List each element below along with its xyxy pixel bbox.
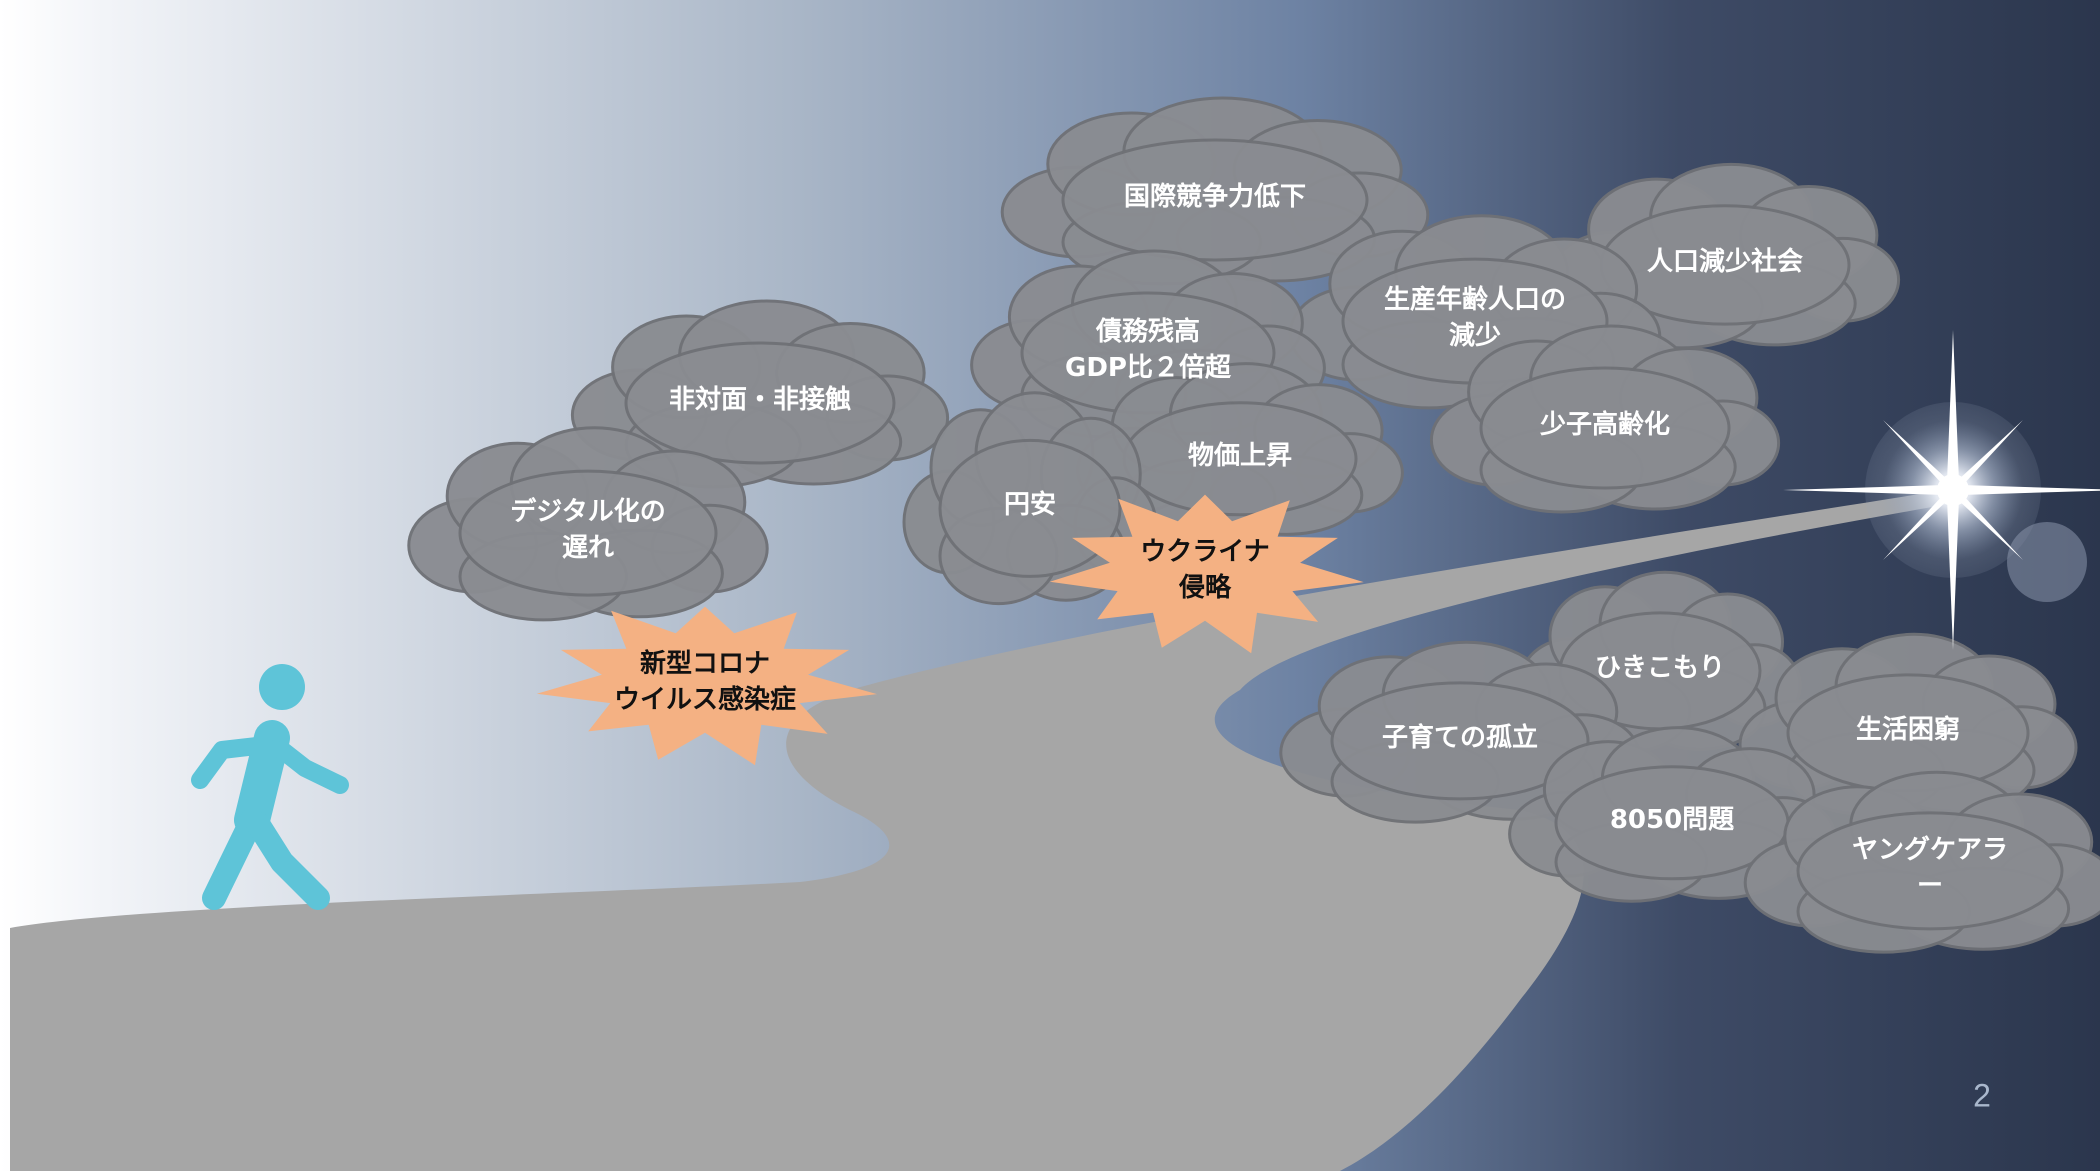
- light-halo-small: [2007, 522, 2087, 602]
- page-number: 2: [1973, 1077, 1991, 1114]
- walking-person-icon: [191, 664, 349, 910]
- cloud-shape: [1279, 640, 1641, 824]
- cloud-shape: [1429, 324, 1781, 514]
- cloud-shape: [1076, 362, 1404, 539]
- burst-shape: [536, 606, 877, 766]
- bursts-layer: [536, 494, 1364, 766]
- road: [10, 490, 1955, 1171]
- burst-shape: [1049, 494, 1364, 654]
- cloud-shape: [570, 299, 950, 489]
- cloud-shape: [407, 426, 769, 622]
- bright-star-icon: [1783, 330, 2100, 650]
- clouds-layer: [407, 96, 2100, 954]
- cloud-shape: [1743, 770, 2100, 954]
- cloud-shape: [902, 391, 1158, 606]
